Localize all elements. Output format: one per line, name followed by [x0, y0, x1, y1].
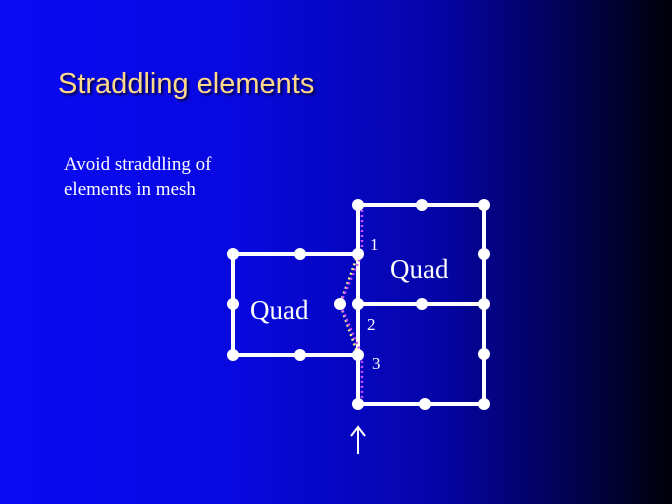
node	[478, 248, 490, 260]
left-quad-label: Quad	[250, 295, 309, 325]
node	[478, 348, 490, 360]
node	[352, 248, 364, 260]
node	[294, 248, 306, 260]
node	[227, 349, 239, 361]
up-arrow-icon	[350, 425, 366, 454]
node	[352, 298, 364, 310]
node	[416, 298, 428, 310]
node	[416, 199, 428, 211]
node-label-2: 2	[367, 315, 376, 334]
node	[352, 199, 364, 211]
node	[478, 298, 490, 310]
right-quad-label: Quad	[390, 254, 449, 284]
node-label-3: 3	[372, 354, 381, 373]
mesh-nodes	[227, 199, 490, 410]
node	[478, 398, 490, 410]
node	[478, 199, 490, 211]
node	[419, 398, 431, 410]
slide-title: Straddling elements	[58, 68, 315, 100]
slide-body-text: Avoid straddling of elements in mesh	[64, 154, 212, 200]
curved-edge-magenta	[338, 205, 364, 404]
node	[227, 248, 239, 260]
node	[227, 298, 239, 310]
node-label-1: 1	[370, 235, 379, 254]
node	[294, 349, 306, 361]
node	[352, 398, 364, 410]
node	[352, 349, 364, 361]
node	[334, 298, 346, 310]
